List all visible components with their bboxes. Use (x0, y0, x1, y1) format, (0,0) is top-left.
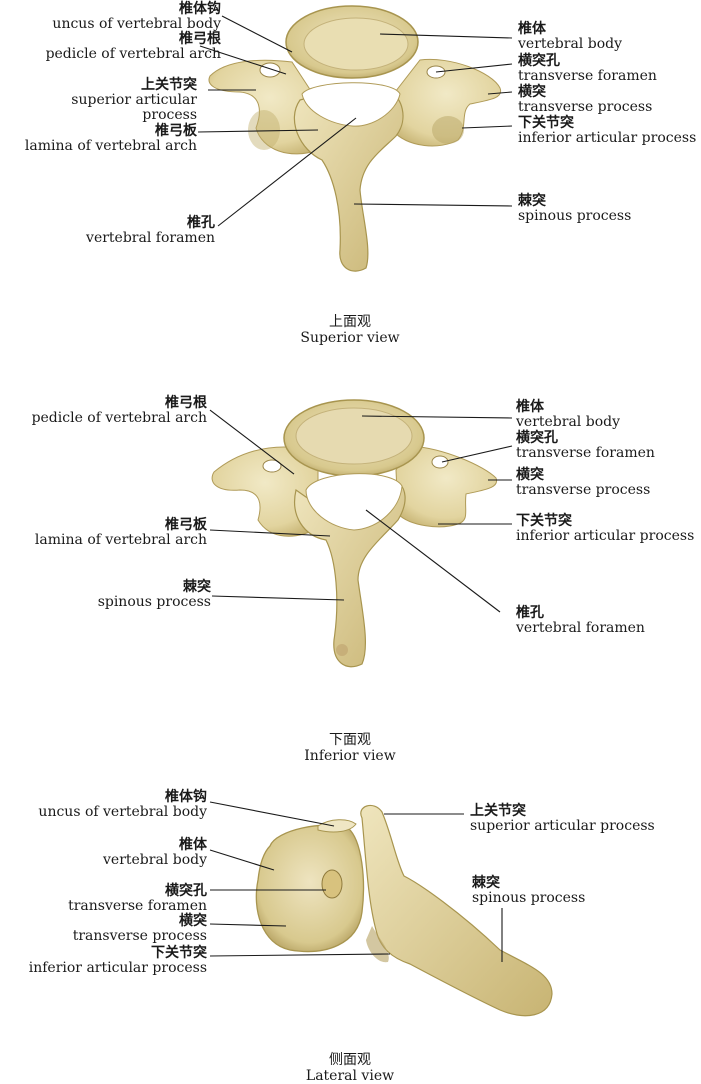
label-transverse-process-lateral: 横突 transverse process (72, 913, 207, 944)
label-body-inferior: 椎体 vertebral body (516, 399, 620, 430)
label-transverse-process-inferior: 横突 transverse process (516, 467, 651, 498)
label-inferior-articular-lateral: 下关节突 inferior articular process (28, 945, 207, 976)
leader-lines (197, 15, 513, 962)
label-superior-articular-superior: 上关节突 superior articular process (71, 77, 197, 123)
superior-vertebra (208, 5, 502, 272)
label-uncus-superior: 椎体钩 uncus of vertebral body (52, 1, 221, 32)
lateral-vertebra (255, 804, 553, 1017)
label-inferior-articular-inferior: 下关节突 inferior articular process (516, 513, 695, 544)
label-transverse-foramen-superior: 横突孔 transverse foramen (518, 53, 657, 84)
label-foramen-inferior: 椎孔 vertebral foramen (516, 605, 645, 636)
label-transverse-process-superior: 横突 transverse process (518, 84, 653, 115)
caption-superior: 上面观 Superior view (300, 314, 400, 346)
caption-inferior: 下面观 Inferior view (304, 732, 396, 764)
label-body-superior: 椎体 vertebral body (518, 21, 622, 52)
label-pedicle-inferior: 椎弓根 pedicle of vertebral arch (31, 395, 207, 426)
label-transverse-foramen-inferior: 横突孔 transverse foramen (516, 430, 655, 461)
label-body-lateral: 椎体 vertebral body (103, 837, 207, 868)
label-inferior-articular-superior: 下关节突 inferior articular process (518, 115, 697, 146)
label-foramen-superior: 椎孔 vertebral foramen (86, 215, 215, 246)
inferior-vertebra (211, 399, 498, 668)
label-lamina-superior: 椎弓板 lamina of vertebral arch (24, 123, 197, 154)
label-spinous-superior: 棘突 spinous process (518, 193, 632, 224)
label-spinous-inferior: 棘突 spinous process (97, 579, 211, 610)
caption-lateral: 侧面观 Lateral view (305, 1052, 395, 1084)
label-transverse-foramen-lateral: 横突孔 transverse foramen (68, 883, 207, 914)
label-lamina-inferior: 椎弓板 lamina of vertebral arch (34, 517, 207, 548)
label-spinous-lateral: 棘突 spinous process (472, 875, 586, 906)
label-pedicle-superior: 椎弓根 pedicle of vertebral arch (45, 31, 221, 62)
label-uncus-lateral: 椎体钩 uncus of vertebral body (38, 789, 207, 820)
label-superior-articular-lateral: 上关节突 superior articular process (470, 803, 655, 834)
